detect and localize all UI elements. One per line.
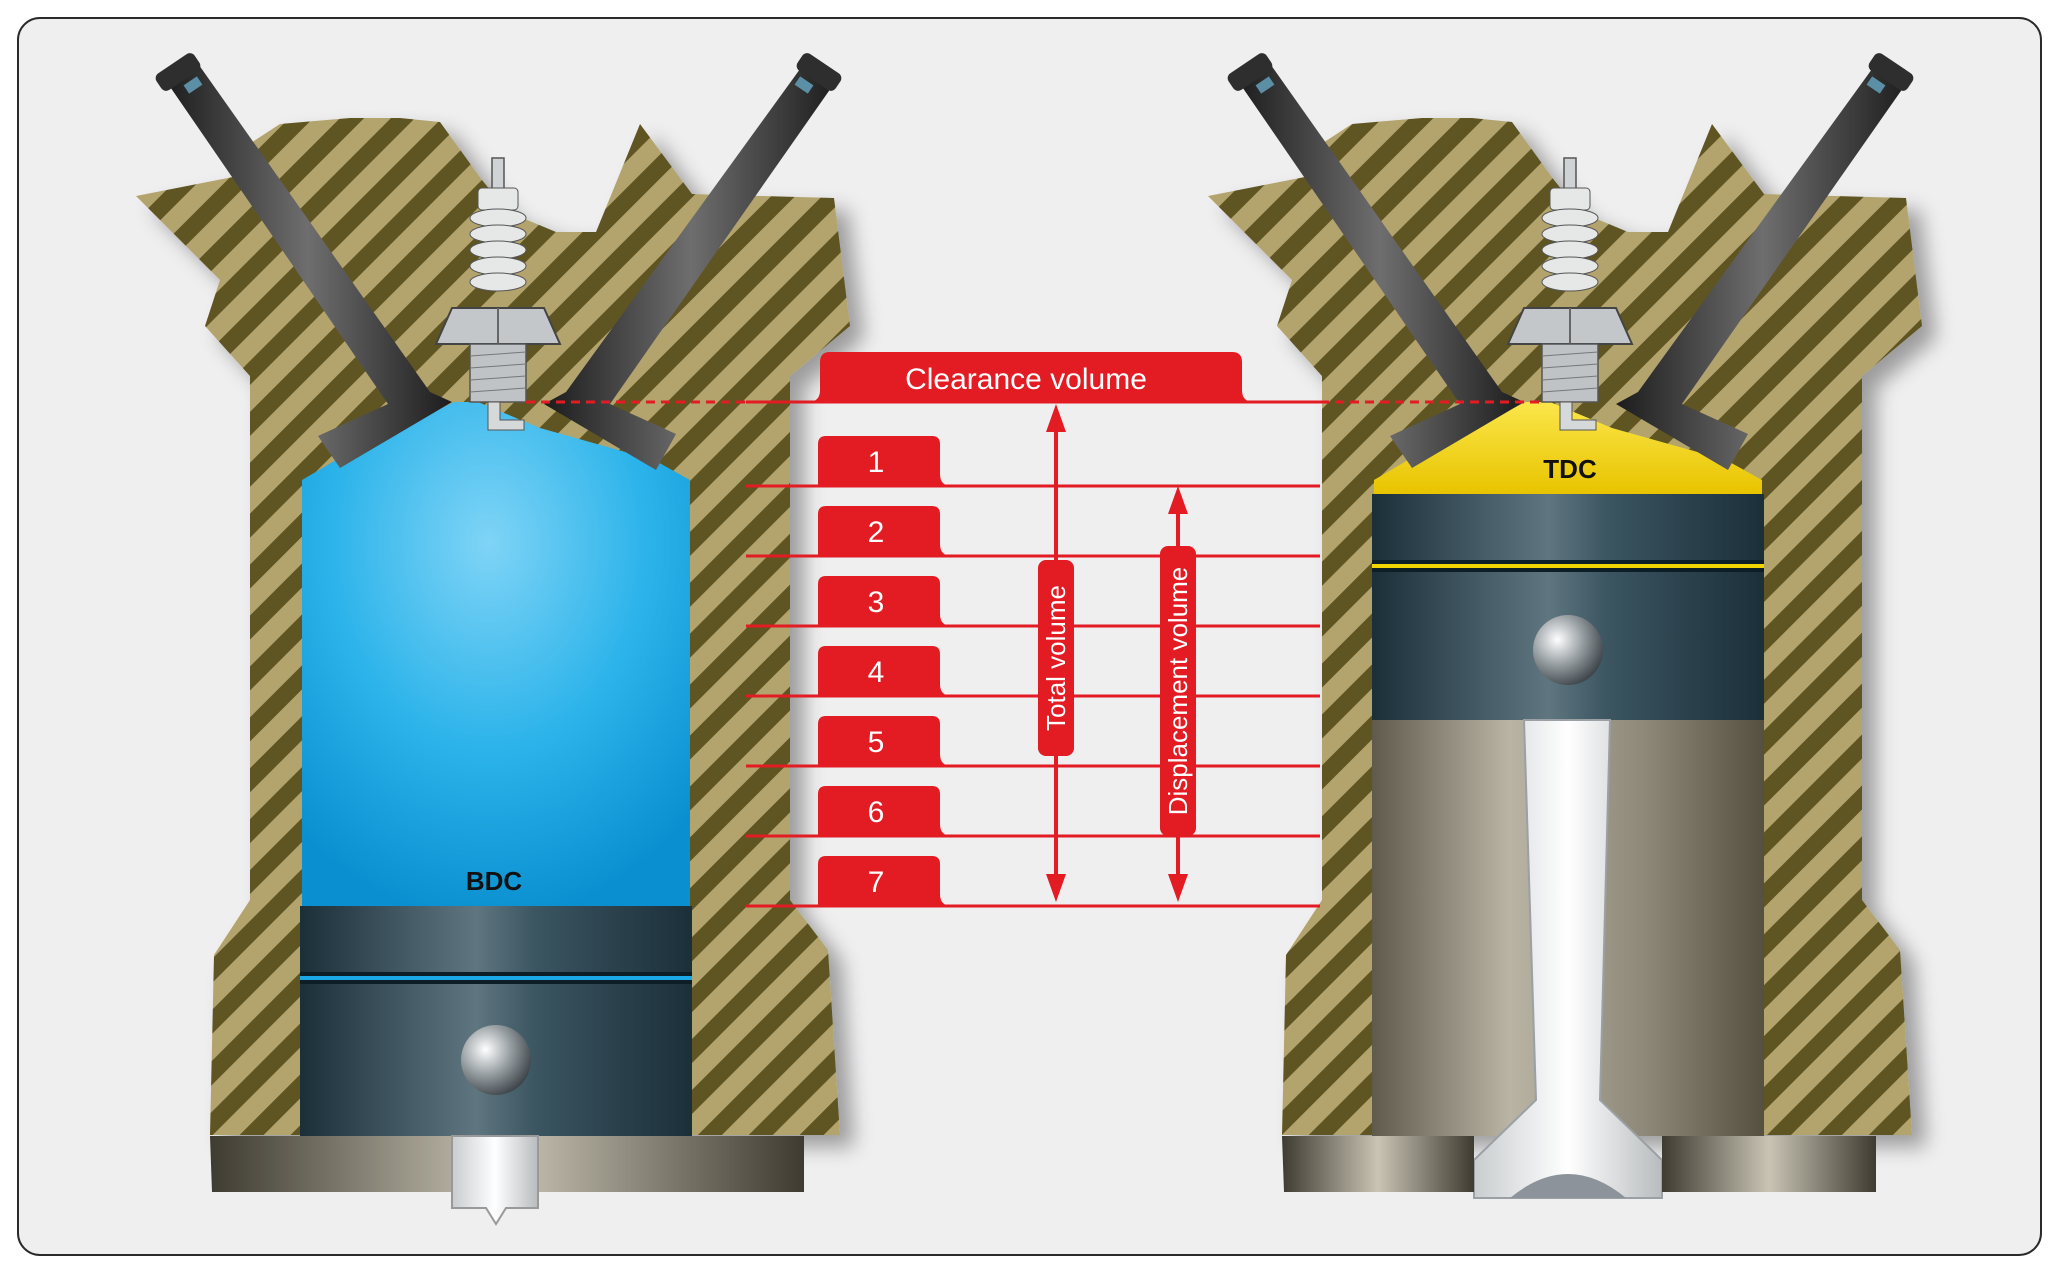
right-piston-pin — [1533, 615, 1603, 685]
clearance-volume-tab — [808, 352, 1254, 402]
right-combustion-chamber — [1374, 402, 1762, 494]
left-rod-stub — [451, 1135, 539, 1226]
division-lines: 1 2 3 4 5 6 7 — [746, 436, 1320, 908]
clearance-volume-label: Clearance volume — [905, 363, 1147, 396]
division-tab-1 — [818, 436, 952, 486]
right-piston — [1372, 494, 1764, 720]
division-tab-7 — [818, 856, 952, 906]
right-position-label: TDC — [1543, 454, 1597, 484]
left-intake-valve — [155, 53, 452, 468]
left-piston — [300, 906, 692, 1136]
displacement-volume-arrow: Displacement volume — [1160, 486, 1196, 902]
division-label-6: 6 — [868, 796, 885, 829]
division-tab-2 — [818, 506, 952, 556]
division-label-3: 3 — [868, 586, 885, 619]
division-label-7: 7 — [868, 866, 885, 899]
division-tab-4 — [818, 646, 952, 696]
left-spark-plug — [434, 157, 562, 431]
volume-annotations: Clearance volume 1 2 3 4 5 6 7 Total volume Di… — [526, 352, 1540, 908]
left-piston-pin — [461, 1025, 531, 1095]
right-cylinder: TDC — [1208, 53, 1922, 1199]
division-tab-5 — [818, 716, 952, 766]
left-position-label: BDC — [466, 866, 523, 896]
division-label-5: 5 — [868, 726, 885, 759]
right-spark-plug — [1506, 157, 1634, 431]
left-exhaust-valve — [544, 53, 842, 470]
total-volume-arrow: Total volume — [1038, 404, 1074, 902]
right-connecting-rod — [1473, 719, 1663, 1199]
division-label-1: 1 — [868, 446, 885, 479]
left-combustion-chamber — [302, 402, 690, 906]
right-crankcase-base — [1282, 1136, 1474, 1192]
division-label-4: 4 — [868, 656, 885, 689]
total-volume-label: Total volume — [1041, 585, 1071, 731]
division-tab-6 — [818, 786, 952, 836]
left-cylinder: BDC — [136, 53, 850, 1226]
division-label-2: 2 — [868, 516, 885, 549]
right-intake-valve — [1227, 53, 1524, 468]
division-tab-3 — [818, 576, 952, 626]
right-exhaust-valve — [1616, 53, 1914, 470]
displacement-volume-label: Displacement volume — [1163, 567, 1193, 816]
